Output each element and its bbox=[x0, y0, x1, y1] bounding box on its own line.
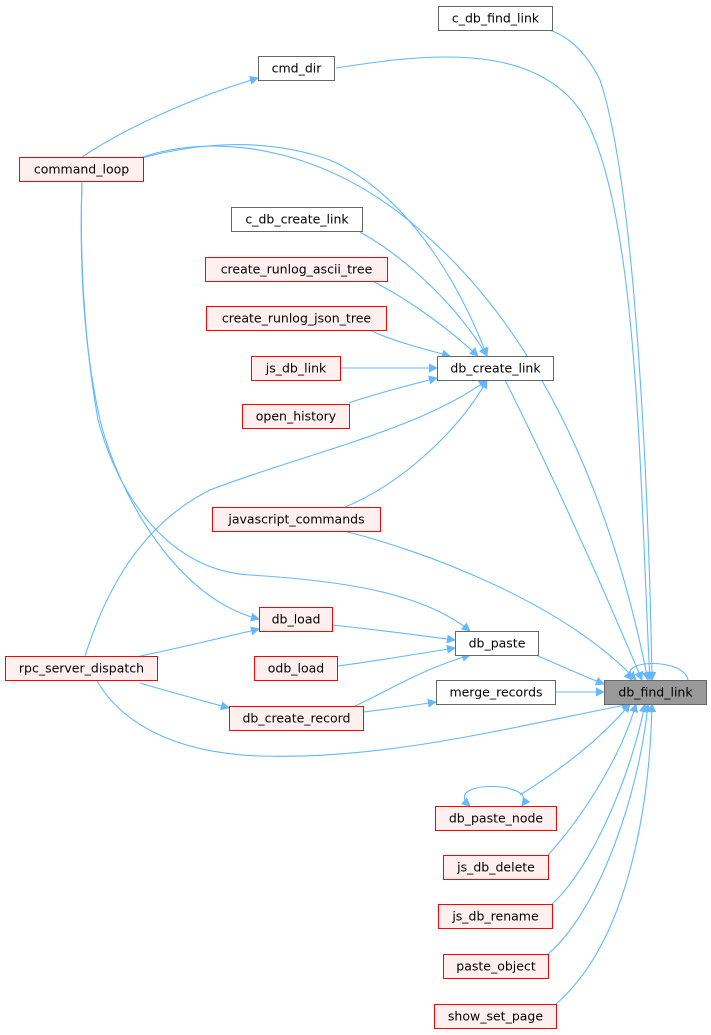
node-label-c_db_find_link: c_db_find_link bbox=[452, 11, 540, 26]
node-db_find_link[interactable]: db_find_link bbox=[604, 680, 707, 705]
node-label-js_db_link: js_db_link bbox=[265, 361, 327, 376]
edge-db_find_link-to-show_set_page bbox=[555, 703, 657, 1005]
node-db_paste[interactable]: db_paste bbox=[455, 631, 539, 656]
edge-db_paste-to-db_create_record bbox=[354, 653, 471, 707]
node-label-db_create_link: db_create_link bbox=[450, 361, 541, 376]
edge-db_create_record-to-rpc_server_dispatch bbox=[139, 682, 230, 711]
edge-db_paste-to-db_load bbox=[331, 624, 456, 644]
node-label-command_loop: command_loop bbox=[34, 162, 129, 177]
node-label-javascript_commands: javascript_commands bbox=[227, 512, 364, 527]
node-box-db_create_link bbox=[437, 356, 554, 381]
node-javascript_commands[interactable]: javascript_commands bbox=[212, 507, 381, 532]
node-box-db_find_link bbox=[604, 680, 707, 705]
edge-db_load-to-command_loop bbox=[80, 180, 260, 622]
node-label-db_paste_node: db_paste_node bbox=[449, 811, 544, 826]
edge-db_find_link-to-db_paste_node bbox=[519, 703, 631, 796]
nodes-layer: c_db_find_link cmd_dir command_loop c_db_cr… bbox=[5, 6, 707, 1029]
edge-db_load-to-rpc_server_dispatch bbox=[139, 626, 260, 657]
node-odb_load[interactable]: odb_load bbox=[254, 656, 338, 681]
node-js_db_link[interactable]: js_db_link bbox=[251, 356, 341, 381]
node-db_create_record[interactable]: db_create_record bbox=[229, 706, 364, 731]
node-js_db_rename[interactable]: js_db_rename bbox=[438, 904, 553, 929]
node-box-db_create_record bbox=[229, 706, 364, 731]
edge-db_paste-to-command_loop bbox=[80, 180, 471, 632]
node-box-c_db_create_link bbox=[231, 207, 363, 232]
edge-db_find_link-to-js_db_delete bbox=[547, 703, 639, 856]
node-label-open_history: open_history bbox=[256, 409, 337, 424]
edge-db_find_link-to-rpc_server_dispatch bbox=[96, 680, 631, 757]
node-box-db_paste_node bbox=[435, 806, 557, 831]
node-box-js_db_rename bbox=[438, 904, 553, 929]
node-box-create_runlog_json_tree bbox=[206, 306, 387, 331]
node-box-odb_load bbox=[254, 656, 338, 681]
node-label-paste_object: paste_object bbox=[456, 959, 536, 974]
edge-db_find_link-to-js_db_rename bbox=[551, 703, 648, 905]
node-label-create_runlog_json_tree: create_runlog_json_tree bbox=[222, 311, 371, 326]
edge-db_create_link-to-open_history bbox=[348, 375, 438, 404]
edge-db_find_link-to-db_paste bbox=[537, 655, 605, 686]
node-box-paste_object bbox=[443, 954, 549, 979]
node-cmd_dir[interactable]: cmd_dir bbox=[258, 56, 335, 81]
node-box-merge_records bbox=[436, 680, 556, 705]
edges-layer bbox=[80, 27, 689, 1005]
node-create_runlog_ascii_tree[interactable]: create_runlog_ascii_tree bbox=[205, 257, 388, 282]
edge-cmd_dir-to-command_loop bbox=[81, 75, 259, 158]
node-label-db_paste: db_paste bbox=[469, 636, 526, 651]
node-box-db_load bbox=[259, 607, 333, 632]
edge-db_find_link-to-db_create_link bbox=[504, 379, 644, 681]
node-box-c_db_find_link bbox=[438, 6, 553, 31]
node-label-js_db_delete: js_db_delete bbox=[456, 860, 535, 875]
edge-db_create_link-to-command_loop bbox=[141, 144, 489, 357]
node-label-merge_records: merge_records bbox=[449, 685, 542, 700]
node-show_set_page[interactable]: show_set_page bbox=[434, 1004, 557, 1029]
edge-db_find_link-to-paste_object bbox=[547, 703, 652, 955]
node-box-show_set_page bbox=[434, 1004, 557, 1029]
node-open_history[interactable]: open_history bbox=[242, 404, 350, 429]
node-rpc_server_dispatch[interactable]: rpc_server_dispatch bbox=[5, 656, 158, 681]
edge-db_create_link-to-c_db_create_link bbox=[359, 231, 488, 357]
node-box-command_loop bbox=[19, 157, 144, 182]
node-box-js_db_delete bbox=[443, 855, 549, 880]
node-box-javascript_commands bbox=[212, 507, 381, 532]
edge-db_create_link-to-javascript_commands bbox=[344, 379, 488, 508]
edge-merge_records-to-db_create_record bbox=[362, 698, 437, 713]
node-label-create_runlog_ascii_tree: create_runlog_ascii_tree bbox=[221, 262, 373, 277]
node-create_runlog_json_tree[interactable]: create_runlog_json_tree bbox=[206, 306, 387, 331]
node-db_paste_node[interactable]: db_paste_node bbox=[435, 806, 557, 831]
node-db_create_link[interactable]: db_create_link bbox=[437, 356, 554, 381]
node-command_loop[interactable]: command_loop bbox=[19, 157, 144, 182]
node-label-db_find_link: db_find_link bbox=[618, 685, 693, 700]
node-label-show_set_page: show_set_page bbox=[448, 1009, 543, 1024]
node-label-db_create_record: db_create_record bbox=[243, 711, 351, 726]
edge-db_paste-to-odb_load bbox=[337, 644, 456, 667]
node-label-odb_load: odb_load bbox=[268, 661, 324, 676]
edge-db_find_link-to-db_find_link bbox=[623, 663, 689, 681]
edge-db_create_link-to-rpc_server_dispatch bbox=[84, 379, 488, 657]
edge-db_create_link-to-create_runlog_ascii_tree bbox=[373, 281, 479, 357]
edge-db_paste_node-to-db_paste_node bbox=[460, 785, 531, 807]
node-box-js_db_link bbox=[251, 356, 341, 381]
node-box-open_history bbox=[242, 404, 350, 429]
node-label-rpc_server_dispatch: rpc_server_dispatch bbox=[19, 661, 144, 676]
node-label-cmd_dir: cmd_dir bbox=[272, 61, 323, 76]
edge-db_find_link-to-cmd_dir bbox=[335, 56, 655, 681]
edge-db_find_link-to-command_loop bbox=[139, 145, 651, 681]
node-merge_records[interactable]: merge_records bbox=[436, 680, 556, 705]
node-paste_object[interactable]: paste_object bbox=[443, 954, 549, 979]
node-label-db_load: db_load bbox=[272, 612, 321, 627]
node-label-js_db_rename: js_db_rename bbox=[451, 909, 539, 924]
node-c_db_find_link[interactable]: c_db_find_link bbox=[438, 6, 553, 31]
node-c_db_create_link[interactable]: c_db_create_link bbox=[231, 207, 363, 232]
node-js_db_delete[interactable]: js_db_delete bbox=[443, 855, 549, 880]
node-box-db_paste bbox=[455, 631, 539, 656]
node-db_load[interactable]: db_load bbox=[259, 607, 333, 632]
edge-db_find_link-to-c_db_find_link bbox=[539, 27, 657, 681]
edge-db_find_link-to-javascript_commands bbox=[343, 530, 637, 681]
edge-db_create_link-to-create_runlog_json_tree bbox=[371, 330, 451, 359]
node-box-create_runlog_ascii_tree bbox=[205, 257, 388, 282]
node-label-c_db_create_link: c_db_create_link bbox=[245, 212, 349, 227]
node-box-rpc_server_dispatch bbox=[5, 656, 158, 681]
node-box-cmd_dir bbox=[258, 56, 335, 81]
